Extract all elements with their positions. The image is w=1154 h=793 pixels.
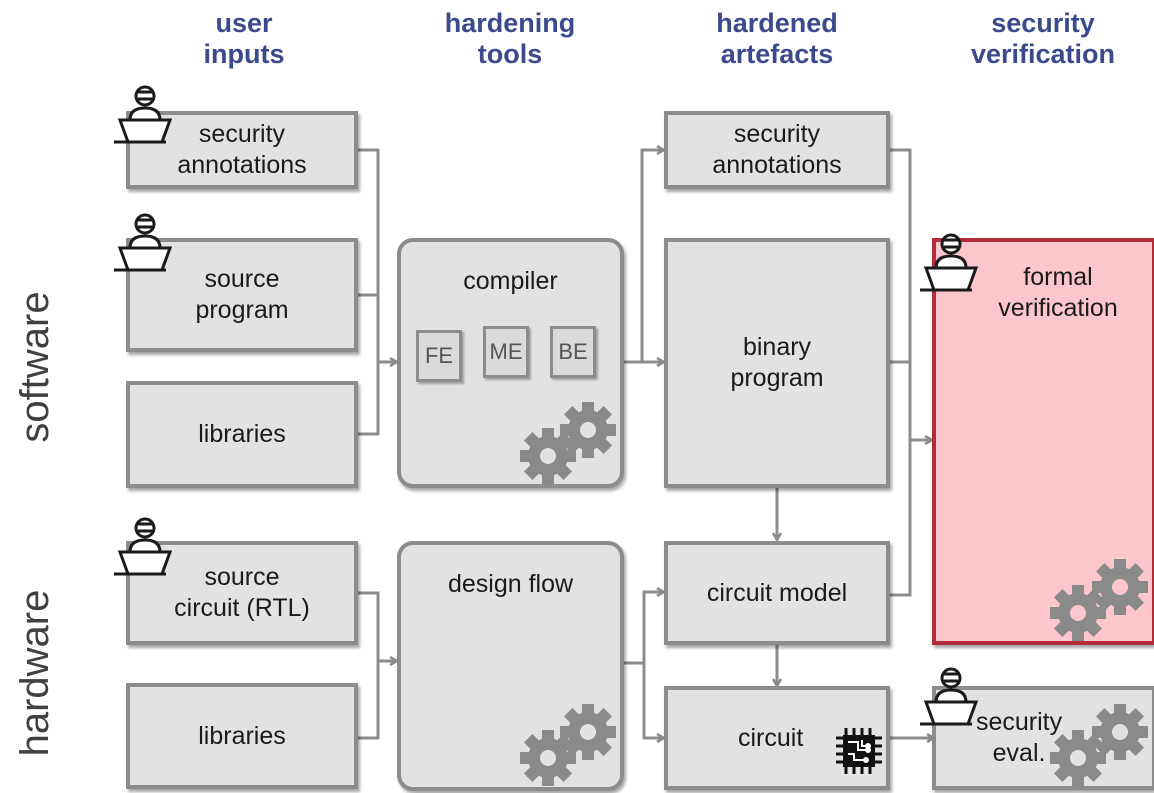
input-hardware-libraries: libraries xyxy=(126,683,358,789)
bus-artefacts xyxy=(890,148,912,597)
user-at-laptop-icon xyxy=(114,517,173,576)
stage-be: BE xyxy=(550,326,596,378)
user-at-laptop-icon xyxy=(920,667,979,726)
stage-fe: FE xyxy=(416,330,462,382)
chip-icon xyxy=(836,728,882,774)
arrow-designflow-to-circuit xyxy=(642,663,664,738)
artefact-circuit-model: circuit model xyxy=(664,541,890,645)
user-at-laptop-icon xyxy=(114,85,173,144)
input-software-libraries: libraries xyxy=(126,381,358,488)
gear-icon xyxy=(520,704,616,786)
row-label-software: software xyxy=(13,291,57,443)
stage-me: ME xyxy=(483,326,529,378)
bus-hardware-inputs xyxy=(358,591,380,740)
row-label-hardware: hardware xyxy=(13,589,57,757)
gear-icon xyxy=(520,402,616,484)
gear-icon xyxy=(1050,704,1148,786)
bus-software-inputs xyxy=(358,148,380,436)
user-at-laptop-icon xyxy=(114,213,173,272)
gear-icon xyxy=(1050,559,1148,641)
arrow-designflow-to-model xyxy=(624,592,664,665)
user-at-laptop-icon xyxy=(920,233,979,292)
arrow-compiler-to-annotations xyxy=(624,150,664,364)
